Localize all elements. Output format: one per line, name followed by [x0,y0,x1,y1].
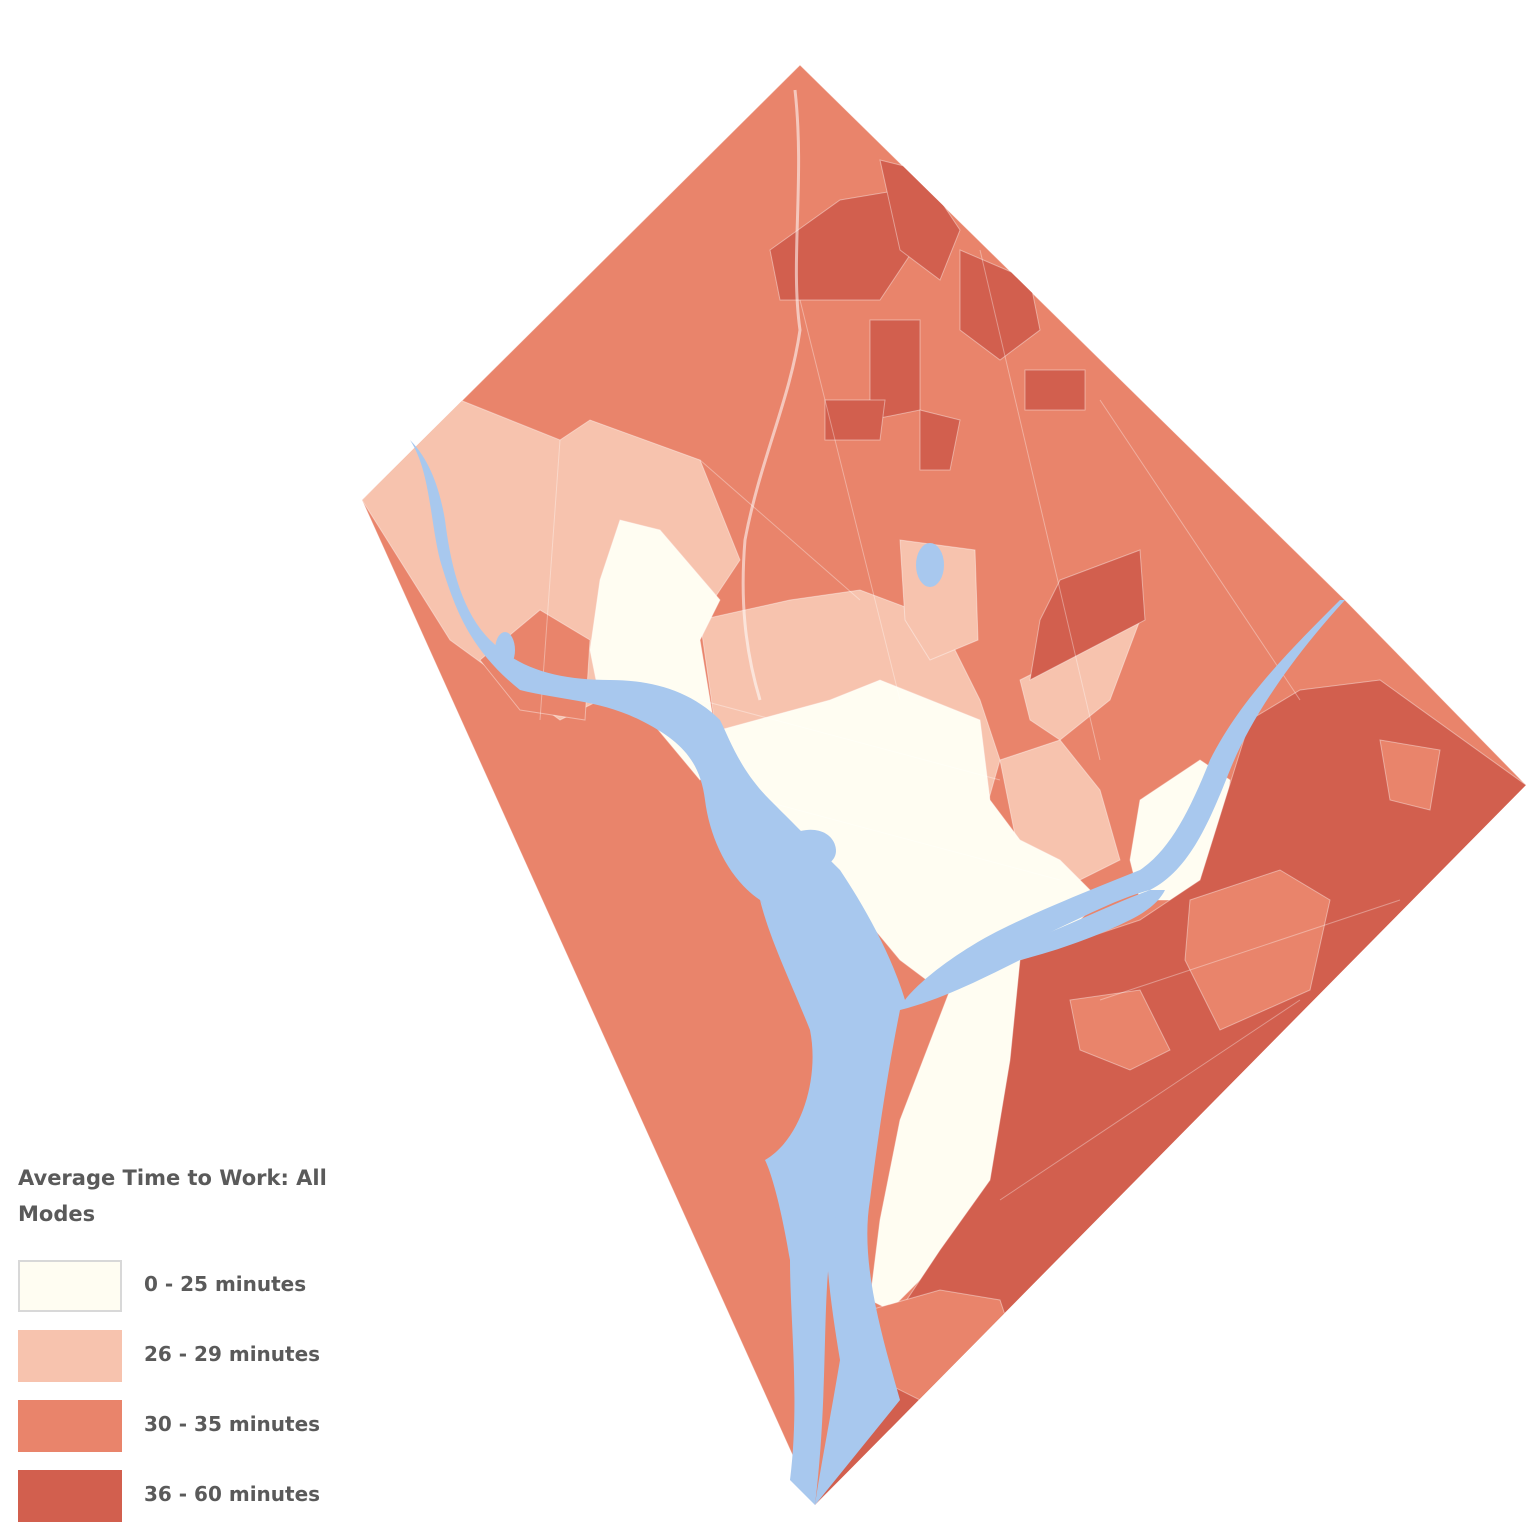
legend-swatch [18,1470,122,1522]
rock-creek [741,89,802,701]
legend-item: 30 - 35 minutes [18,1390,378,1460]
tract-north-7 [1024,369,1086,411]
legend-item: 26 - 29 minutes [18,1320,378,1390]
legend-swatch [18,1400,122,1452]
tract-north-6 [919,409,961,471]
legend-item: 36 - 60 minutes [18,1460,378,1530]
map-legend: Average Time to Work: All Modes 0 - 25 m… [18,1160,378,1530]
tract-north-1 [769,189,921,301]
legend-label: 26 - 29 minutes [144,1342,321,1366]
tract-anacostia-pocket-2 [1069,989,1171,1071]
legend-item: 0 - 25 minutes [18,1250,378,1320]
reservoir-west [495,632,515,668]
potomac-lower [760,900,846,1505]
legend-label: 30 - 35 minutes [144,1412,321,1436]
potomac-river [410,440,1345,1505]
tract-anacostia-east [814,679,1526,1505]
legend-label: 36 - 60 minutes [144,1482,321,1506]
tract-north-5 [824,399,886,441]
legend-title: Average Time to Work: All Modes [18,1166,327,1226]
legend-items: 0 - 25 minutes 26 - 29 minutes 30 - 35 min… [18,1250,378,1530]
legend-swatch [18,1260,122,1312]
legend-swatch [18,1330,122,1382]
tract-anacostia-pocket-3 [1379,739,1441,811]
tract-anacostia-pocket-1 [1184,869,1331,1031]
reservoir-north [916,543,944,587]
tract-northeast-diag [1029,549,1146,681]
tidal-basin [788,829,836,867]
legend-label: 0 - 25 minutes [144,1272,307,1296]
anacostia-river [900,890,1165,1010]
